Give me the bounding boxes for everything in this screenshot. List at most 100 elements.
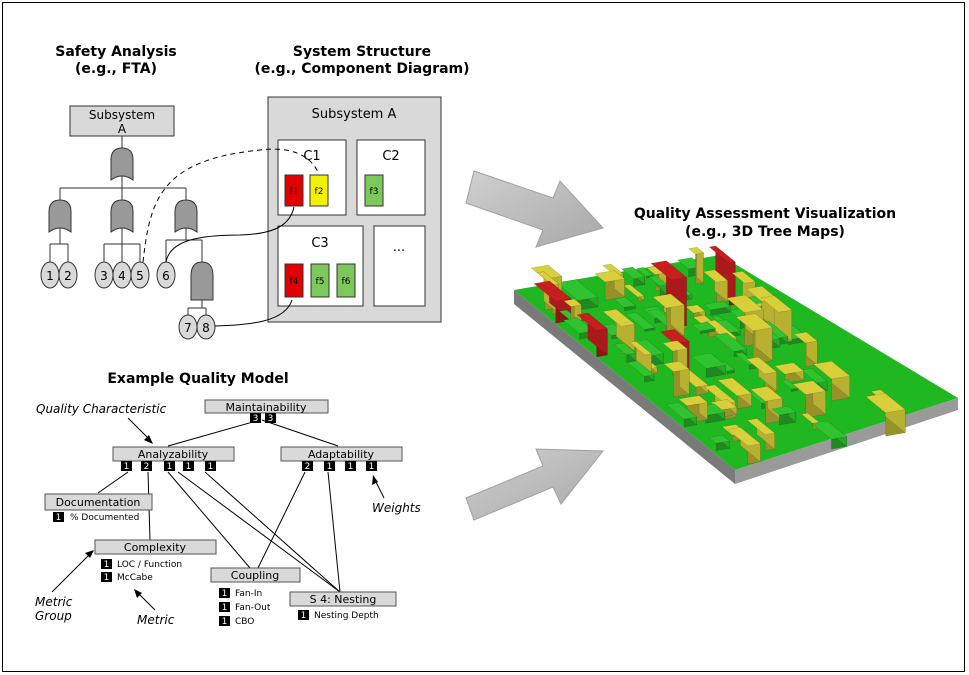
function-f4: f4 (284, 263, 304, 298)
weight-value: 3 (268, 414, 274, 424)
coupling-metric-label: Fan-In (235, 589, 262, 599)
treemap-block-face (708, 434, 731, 444)
treemap-block-face (556, 279, 599, 301)
nesting-metric-weight: 1 (301, 611, 307, 621)
arrowhead-icon (134, 589, 142, 598)
trace-link-dashed (142, 148, 319, 263)
coupling-label: Coupling (231, 569, 279, 582)
function-f1: f1 (284, 174, 304, 207)
treemap-block-face (576, 312, 608, 331)
maintainability-label: Maintainability (225, 401, 307, 414)
treemap-block-face (625, 312, 656, 330)
component-more (373, 225, 426, 307)
treemap-block-face (652, 293, 685, 309)
annotation-metric-group-line1: Metric (35, 595, 73, 609)
basic-event-label: 3 (100, 269, 108, 283)
treemap-block-face (663, 360, 690, 372)
function-label: f5 (316, 277, 325, 287)
doc-metric-weight-box (53, 512, 64, 522)
top-event-label-line1: Subsystem (89, 108, 155, 122)
safety-analysis: Safety Analysis (e.g., FTA) Subsystem A (40, 44, 216, 340)
coupling-node (210, 567, 301, 583)
treemap-block-face (713, 332, 748, 352)
subsystem-a-label: Subsystem A (312, 107, 397, 122)
annotation-weights: Weights (372, 501, 421, 515)
coupling-metric-label: CBO (235, 617, 254, 627)
complexity-metric-label: McCabe (117, 573, 153, 583)
arrowhead-icon (85, 550, 94, 558)
complexity-node (94, 539, 217, 555)
system-structure: System Structure (e.g., Component Diagra… (254, 44, 470, 323)
treemap-block-face (811, 420, 848, 440)
treemap-block-face (530, 264, 563, 280)
function-label: f6 (342, 277, 351, 287)
coupling-metric-weight: 1 (222, 617, 228, 627)
weight-value: 2 (144, 462, 150, 472)
function-label: f4 (290, 277, 299, 287)
nesting-metric-weight-box (298, 610, 309, 620)
weight-value: 3 (253, 414, 259, 424)
arrow-bottom-icon (465, 448, 605, 521)
treemap-block-face (760, 295, 793, 313)
component-more-label: ... (393, 240, 405, 255)
arrowhead-icon (372, 475, 378, 485)
component-c1-label: C1 (303, 149, 320, 164)
function-f6: f6 (336, 263, 356, 298)
or-gate-left (48, 199, 72, 233)
analyzability-label: Analyzability (138, 448, 209, 461)
doc-metric-weight: 1 (56, 513, 62, 523)
basic-event-label: 5 (136, 269, 144, 283)
visual-title-line2: (e.g., 3D Tree Maps) (685, 224, 845, 240)
weight-value: 1 (186, 462, 192, 472)
treemap-block-face (800, 368, 828, 384)
treemap-block-face (717, 377, 752, 397)
documentation-label: Documentation (56, 496, 141, 509)
annotation-arrow (374, 479, 385, 499)
function-label: f3 (370, 187, 379, 197)
annotation-quality-characteristic: Quality Characteristic (36, 402, 167, 416)
treemap-block-face (665, 402, 698, 420)
treemap-blocks (530, 245, 906, 465)
structure-title-line2: (e.g., Component Diagram) (254, 61, 469, 77)
treemap-block-face (812, 360, 851, 380)
coupling-metric-weight: 1 (222, 603, 228, 613)
basic-event-label: 6 (162, 269, 170, 283)
treemap-block-face (746, 356, 778, 375)
weight-value: 1 (369, 462, 375, 472)
annotation-arrow (51, 553, 91, 593)
treemap-block-face (613, 342, 637, 355)
treemap-block-face (735, 313, 773, 332)
treemap-block-face (690, 352, 726, 369)
function-f5: f5 (310, 263, 330, 298)
adaptability-label: Adaptability (308, 448, 375, 461)
treemap-block-face (533, 280, 572, 302)
nesting-metric-label: Nesting Depth (314, 611, 379, 621)
treemap-block-face (662, 340, 688, 352)
component-c3-label: C3 (311, 236, 328, 251)
basic-event-5: 5 (130, 261, 150, 289)
function-label: f2 (315, 187, 324, 197)
treemap-block-face (650, 260, 688, 281)
treemap-block-face (636, 267, 654, 277)
visualization: Quality Assessment Visualization (e.g., … (514, 206, 958, 484)
basic-event-label: 7 (184, 321, 192, 335)
basic-event-label: 2 (64, 269, 72, 283)
function-label: f1 (290, 187, 299, 197)
treemap-block-face (727, 427, 761, 447)
coupling-metric-label: Fan-Out (235, 603, 271, 613)
structure-title-line1: System Structure (293, 44, 431, 60)
basic-event-8: 8 (196, 314, 216, 340)
treemap-block-face (563, 298, 582, 307)
treemap-block-face (621, 266, 646, 280)
treemap-block-face (771, 406, 797, 416)
component-c2-label: C2 (382, 149, 399, 164)
visual-title-line1: Quality Assessment Visualization (634, 206, 896, 222)
nesting-node (289, 591, 397, 607)
complexity-metric-weight: 1 (104, 573, 110, 583)
treemap-block-face (688, 247, 705, 255)
nesting-label: S 4: Nesting (310, 593, 377, 606)
function-f2: f2 (309, 174, 329, 207)
basic-event-label: 1 (46, 269, 54, 283)
coupling-metric-weight: 1 (222, 589, 228, 599)
